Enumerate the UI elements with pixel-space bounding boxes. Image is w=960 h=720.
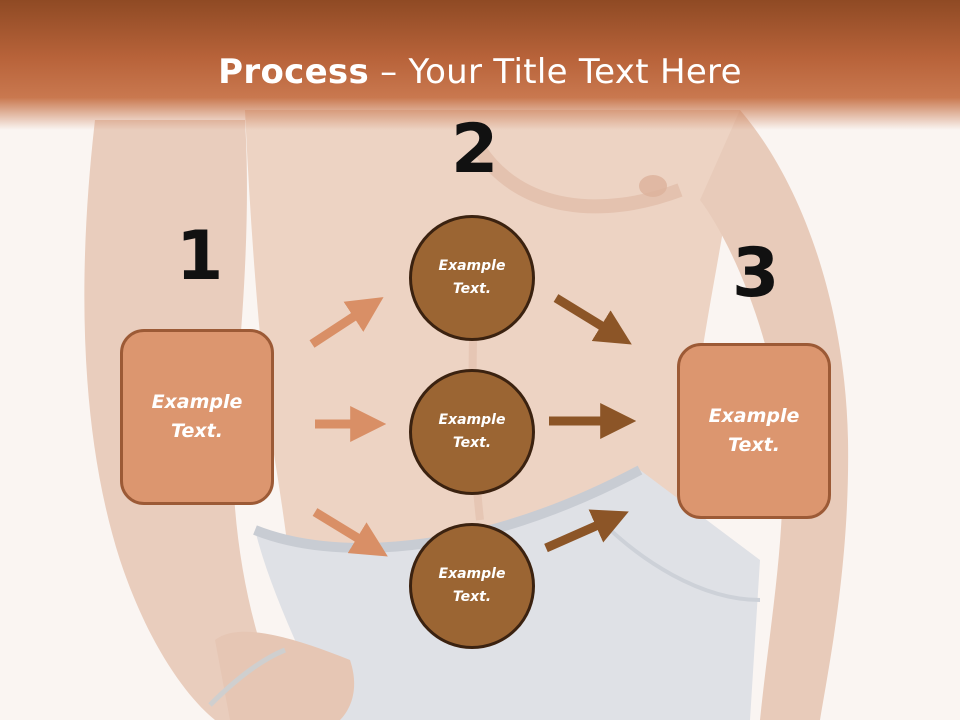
step-number-1: 1 xyxy=(176,217,224,296)
arrow-circle-bottom-to-3 xyxy=(544,509,629,553)
title-bar xyxy=(0,0,960,130)
title-rest: – Your Title Text Here xyxy=(369,52,742,92)
title-bold: Process xyxy=(218,52,370,92)
step-number-2: 2 xyxy=(451,110,499,189)
step-number-3: 3 xyxy=(732,234,780,313)
arrow-1-to-circle-top xyxy=(309,297,384,348)
arrow-1-to-circle-bottom xyxy=(312,508,388,557)
arrow-circle-top-to-3 xyxy=(553,294,632,345)
slide-title: Process – Your Title Text Here xyxy=(0,52,960,92)
